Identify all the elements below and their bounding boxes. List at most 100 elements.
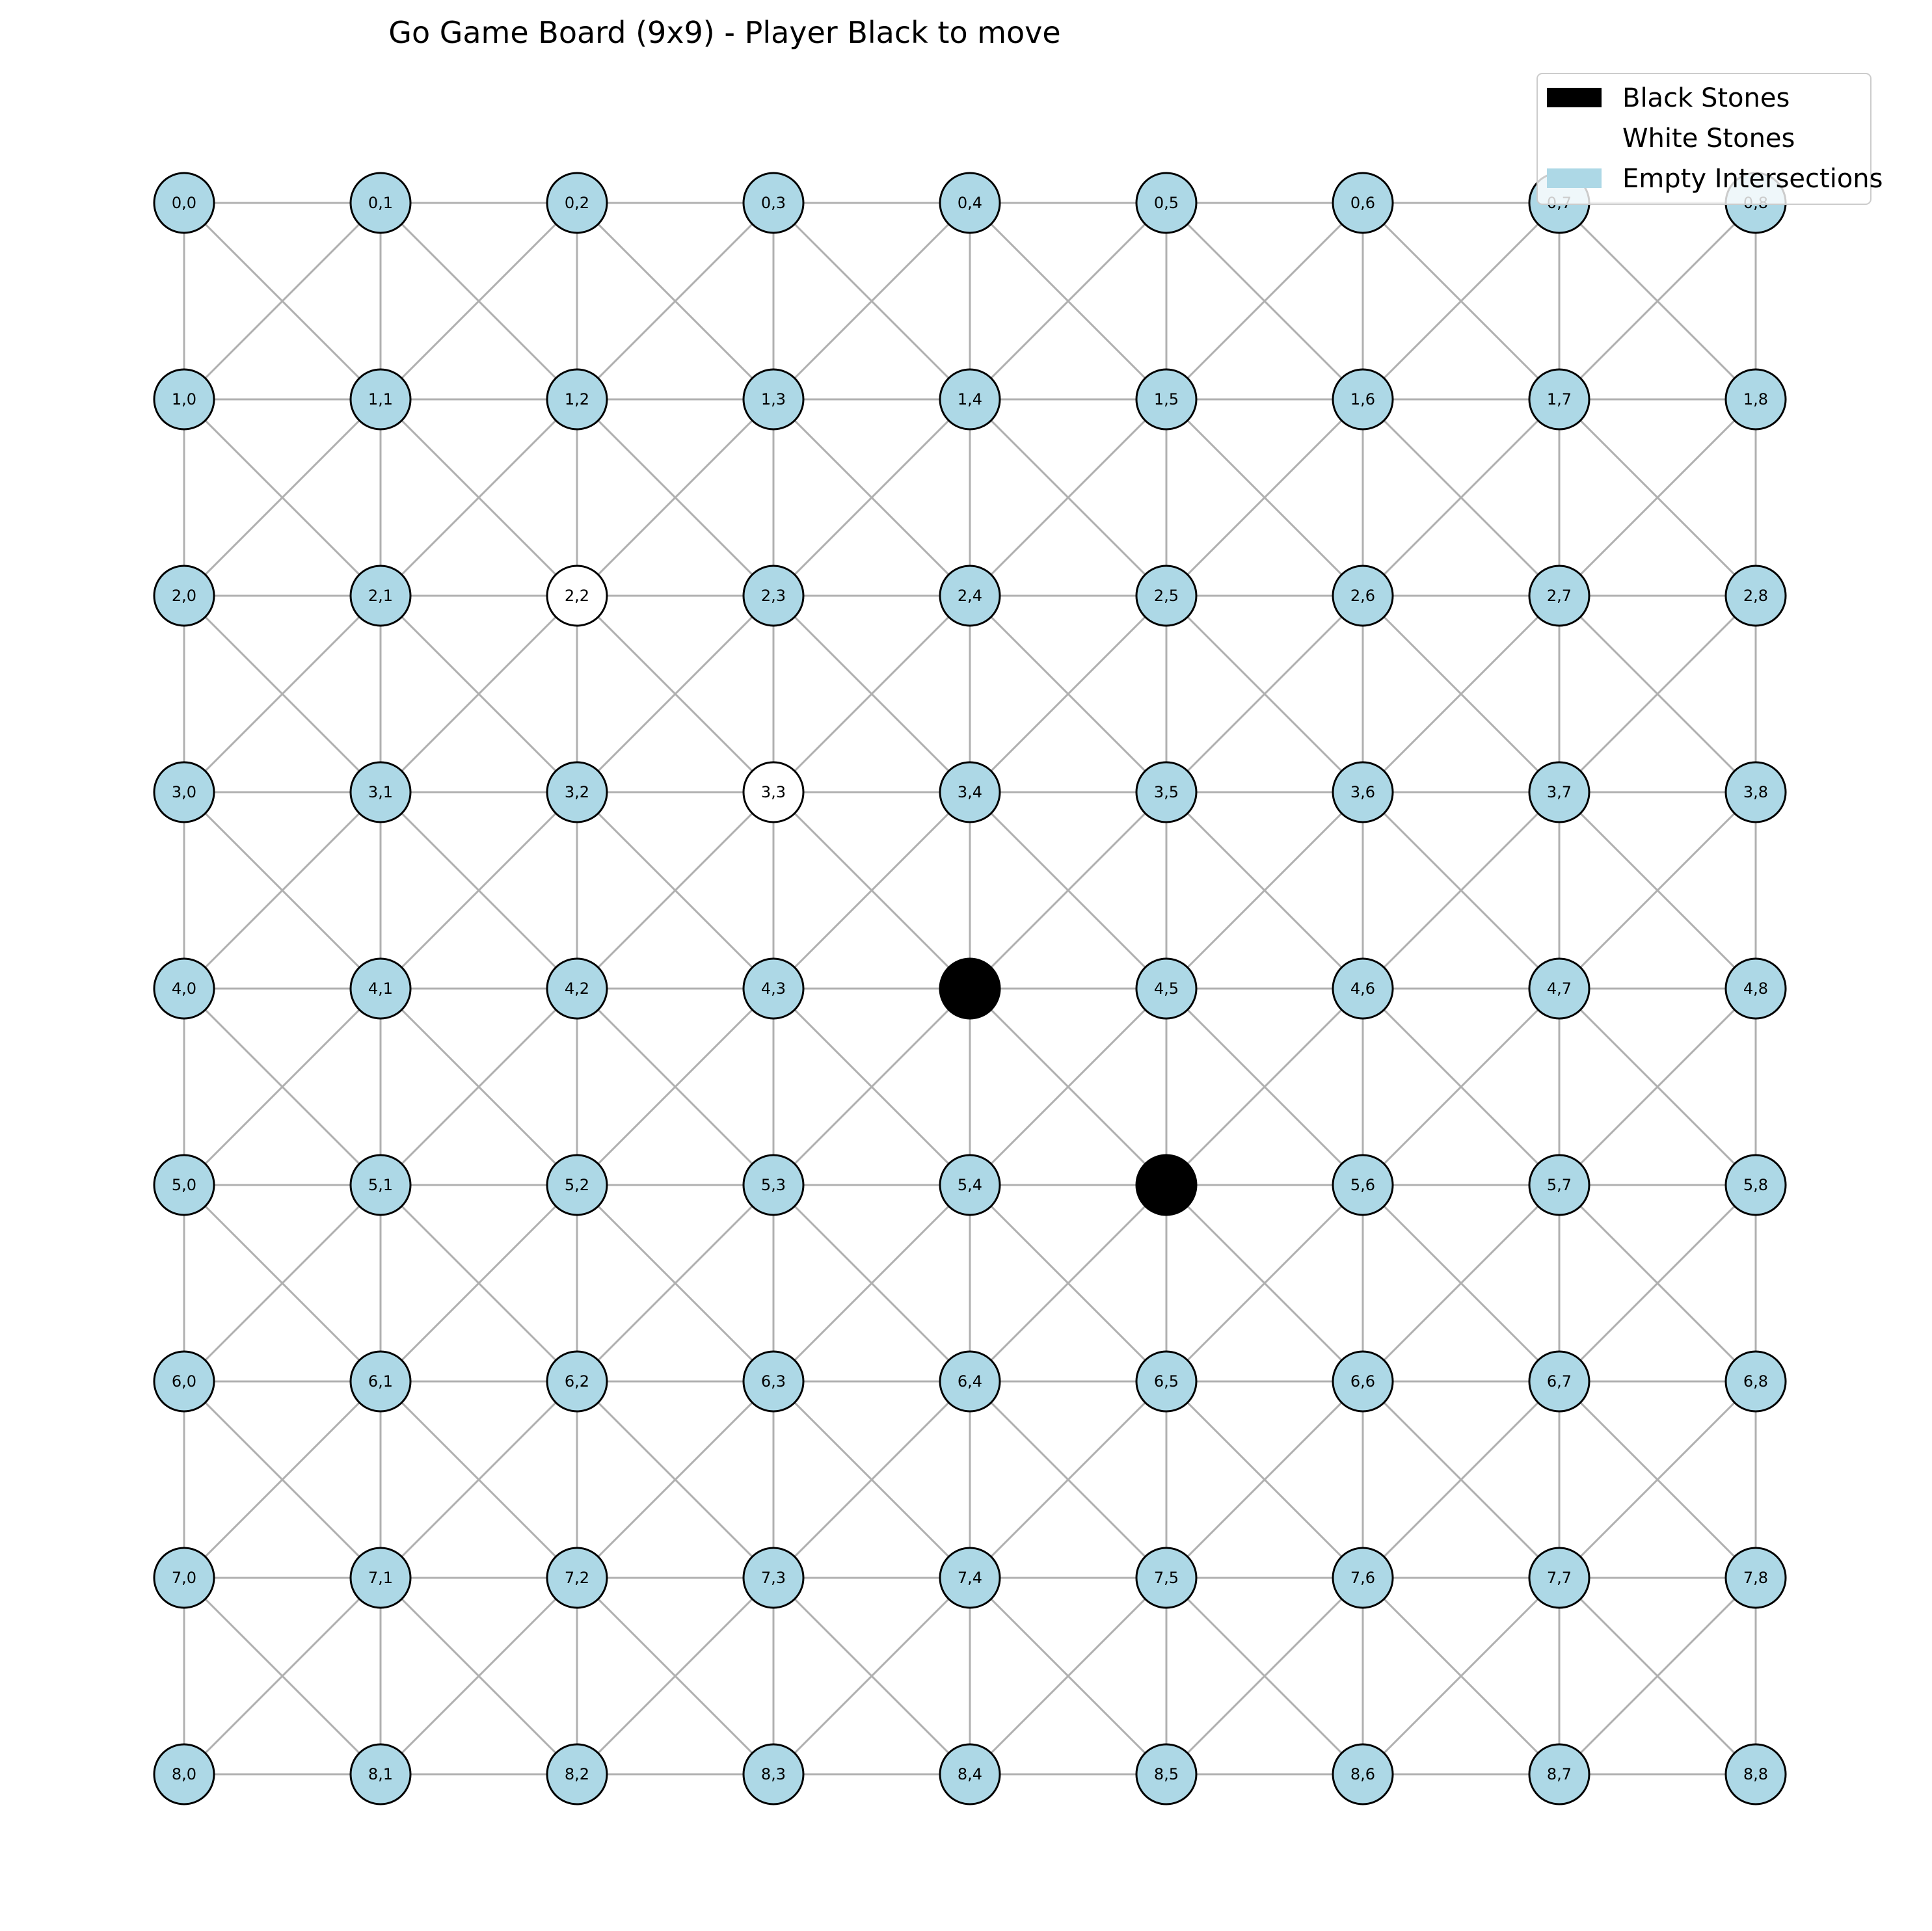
empty-intersection[interactable]: 6,8	[1724, 1350, 1787, 1413]
empty-intersection[interactable]: 4,5	[1135, 957, 1198, 1020]
empty-intersection[interactable]: 8,6	[1332, 1743, 1394, 1805]
empty-intersection[interactable]: 0,2	[546, 172, 608, 234]
empty-intersection[interactable]: 1,1	[349, 368, 412, 431]
empty-intersection[interactable]: 6,2	[546, 1350, 608, 1413]
empty-intersection[interactable]: 5,1	[349, 1154, 412, 1216]
empty-intersection[interactable]: 2,7	[1528, 565, 1590, 627]
empty-intersection[interactable]: 3,7	[1528, 761, 1590, 823]
empty-intersection[interactable]: 7,5	[1135, 1547, 1198, 1609]
empty-intersection[interactable]: 4,1	[349, 957, 412, 1020]
empty-intersection[interactable]: 1,6	[1332, 368, 1394, 431]
empty-intersection[interactable]: 1,8	[1724, 368, 1787, 431]
empty-intersection[interactable]: 7,3	[742, 1547, 805, 1609]
empty-intersection[interactable]: 1,2	[546, 368, 608, 431]
edge-diagonal	[1558, 202, 1757, 401]
empty-intersection[interactable]: 3,1	[349, 761, 412, 823]
empty-intersection[interactable]: 6,1	[349, 1350, 412, 1413]
empty-intersection[interactable]: 5,2	[546, 1154, 608, 1216]
empty-intersection[interactable]: 3,0	[153, 761, 215, 823]
intersection-circle	[1135, 368, 1198, 431]
empty-intersection[interactable]: 2,6	[1332, 565, 1394, 627]
white-stone[interactable]: 2,2	[546, 565, 608, 627]
empty-intersection[interactable]: 4,8	[1724, 957, 1787, 1020]
empty-intersection[interactable]: 6,5	[1135, 1350, 1198, 1413]
white-stone[interactable]: 3,3	[742, 761, 805, 823]
intersection-circle	[546, 1547, 608, 1609]
edge-diagonal	[1165, 398, 1364, 597]
empty-intersection[interactable]: 6,3	[742, 1350, 805, 1413]
empty-intersection[interactable]: 1,4	[939, 368, 1001, 431]
edge-diagonal	[183, 202, 382, 401]
empty-intersection[interactable]: 4,6	[1332, 957, 1394, 1020]
empty-intersection[interactable]: 1,0	[153, 368, 215, 431]
empty-intersection[interactable]: 5,3	[742, 1154, 805, 1216]
empty-intersection[interactable]: 4,3	[742, 957, 805, 1020]
empty-intersection[interactable]: 6,7	[1528, 1350, 1590, 1413]
intersection-label: 0,6	[1350, 194, 1375, 212]
empty-intersection[interactable]: 1,3	[742, 368, 805, 431]
empty-intersection[interactable]: 4,7	[1528, 957, 1590, 1020]
empty-intersection[interactable]: 3,6	[1332, 761, 1394, 823]
empty-intersection[interactable]: 6,6	[1332, 1350, 1394, 1413]
empty-intersection[interactable]: 4,2	[546, 957, 608, 1020]
empty-intersection[interactable]: 7,4	[939, 1547, 1001, 1609]
empty-intersection[interactable]: 4,0	[153, 957, 215, 1020]
intersection-circle	[1135, 172, 1198, 234]
empty-intersection[interactable]: 2,1	[349, 565, 412, 627]
empty-intersection[interactable]: 7,7	[1528, 1547, 1590, 1609]
intersection-label: 7,2	[565, 1569, 589, 1587]
intersection-circle	[1332, 957, 1394, 1020]
intersection-circle	[153, 565, 215, 627]
intersection-circle	[546, 1743, 608, 1805]
empty-intersection[interactable]: 0,3	[742, 172, 805, 234]
empty-intersection[interactable]: 7,0	[153, 1547, 215, 1609]
empty-intersection[interactable]: 6,4	[939, 1350, 1001, 1413]
empty-intersection[interactable]: 8,0	[153, 1743, 215, 1805]
empty-intersection[interactable]: 1,5	[1135, 368, 1198, 431]
empty-intersection[interactable]: 2,3	[742, 565, 805, 627]
empty-intersection[interactable]: 5,6	[1332, 1154, 1394, 1216]
intersection-label: 4,7	[1547, 979, 1572, 998]
empty-intersection[interactable]: 8,7	[1528, 1743, 1590, 1805]
empty-intersection[interactable]: 3,4	[939, 761, 1001, 823]
intersection-circle	[1528, 761, 1590, 823]
edge-diagonal	[969, 594, 1168, 793]
empty-intersection[interactable]: 8,3	[742, 1743, 805, 1805]
empty-intersection[interactable]: 3,5	[1135, 761, 1198, 823]
empty-intersection[interactable]: 5,4	[939, 1154, 1001, 1216]
empty-intersection[interactable]: 0,1	[349, 172, 412, 234]
black-stone[interactable]	[1135, 1154, 1198, 1216]
empty-intersection[interactable]: 3,8	[1724, 761, 1787, 823]
empty-intersection[interactable]: 2,8	[1724, 565, 1787, 627]
empty-intersection[interactable]: 8,8	[1724, 1743, 1787, 1805]
empty-intersection[interactable]: 6,0	[153, 1350, 215, 1413]
intersection-circle	[1332, 1743, 1394, 1805]
empty-intersection[interactable]: 8,2	[546, 1743, 608, 1805]
empty-intersection[interactable]: 8,4	[939, 1743, 1001, 1805]
empty-intersection[interactable]: 8,1	[349, 1743, 412, 1805]
intersection-circle	[1135, 957, 1198, 1020]
empty-intersection[interactable]: 0,6	[1332, 172, 1394, 234]
empty-intersection[interactable]: 7,1	[349, 1547, 412, 1609]
empty-intersection[interactable]: 7,8	[1724, 1547, 1787, 1609]
empty-intersection[interactable]: 0,0	[153, 172, 215, 234]
intersection-label: 7,5	[1154, 1569, 1179, 1587]
empty-intersection[interactable]: 5,0	[153, 1154, 215, 1216]
empty-intersection[interactable]: 2,4	[939, 565, 1001, 627]
black-stone[interactable]	[939, 957, 1001, 1020]
empty-intersection[interactable]: 5,8	[1724, 1154, 1787, 1216]
empty-intersection[interactable]: 0,5	[1135, 172, 1198, 234]
empty-intersection[interactable]: 2,0	[153, 565, 215, 627]
intersection-circle	[349, 1743, 412, 1805]
edge-diagonal	[576, 1184, 775, 1383]
empty-intersection[interactable]: 8,5	[1135, 1743, 1198, 1805]
intersection-circle	[153, 761, 215, 823]
empty-intersection[interactable]: 7,6	[1332, 1547, 1394, 1609]
empty-intersection[interactable]: 3,2	[546, 761, 608, 823]
empty-intersection[interactable]: 0,4	[939, 172, 1001, 234]
empty-intersection[interactable]: 1,7	[1528, 368, 1590, 431]
empty-intersection[interactable]: 2,5	[1135, 565, 1198, 627]
empty-intersection[interactable]: 5,7	[1528, 1154, 1590, 1216]
intersection-circle	[939, 761, 1001, 823]
empty-intersection[interactable]: 7,2	[546, 1547, 608, 1609]
